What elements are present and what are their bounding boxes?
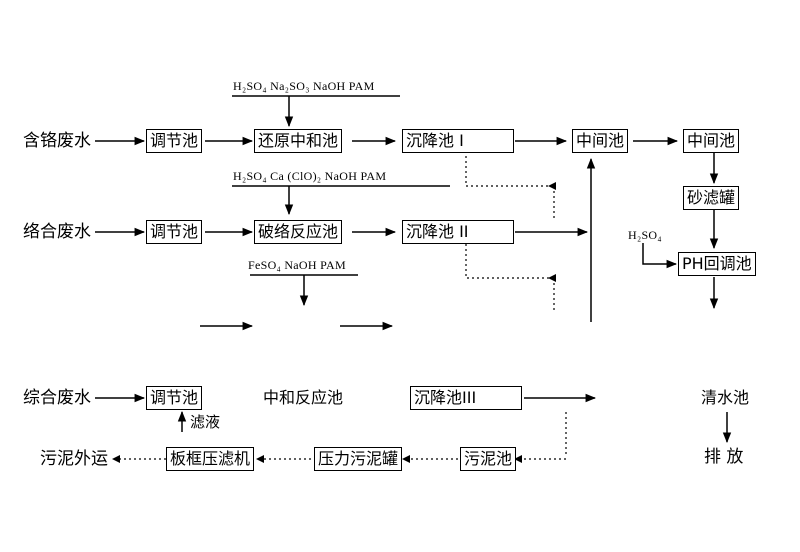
- sludge-line-settling1: [465, 151, 554, 187]
- row1-reduction-tank[interactable]: 还原中和池: [254, 129, 343, 153]
- arrow-acid-to-ph: [642, 243, 678, 269]
- discharge-label: 排 放: [704, 447, 744, 467]
- reagents-row2: H₂SO₄ Ca (ClO)₂ NaOH PAM: [233, 169, 387, 183]
- sand-filter-tank[interactable]: 砂滤罐: [683, 186, 740, 210]
- label-complex-wastewater: 络合废水: [23, 222, 91, 242]
- neutralization-tank[interactable]: 中和反应池: [259, 386, 348, 410]
- arrowhead-dot3: [514, 455, 522, 463]
- arrowhead-dot1: [548, 182, 556, 190]
- arrowhead-dot2: [548, 274, 556, 282]
- intermediate-tank-2[interactable]: 中间池: [683, 129, 740, 153]
- sludge-line-settling2: [465, 244, 554, 279]
- reagents-row3: FeSO₄ NaOH PAM: [248, 258, 346, 272]
- row1-intermediate-tank[interactable]: 中间池: [572, 129, 629, 153]
- label-sludge-out: 污泥外运: [40, 449, 108, 469]
- row2-regulating-tank[interactable]: 调节池: [146, 220, 203, 244]
- reagents-row1: H₂SO₄ Na₂SO₃ NaOH PAM: [233, 79, 375, 93]
- row1-regulating-tank[interactable]: 调节池: [146, 129, 203, 153]
- arrowhead-dot5: [256, 455, 264, 463]
- acid-reagent: H₂SO₄: [628, 228, 662, 242]
- sludge-tank[interactable]: 污泥池: [460, 447, 517, 471]
- row3-regulating-tank[interactable]: 调节池: [146, 386, 203, 410]
- pressure-sludge-tank[interactable]: 压力污泥罐: [314, 447, 403, 471]
- complex-breaking-tank[interactable]: 破络反应池: [254, 220, 343, 244]
- label-mixed-wastewater: 综合废水: [23, 388, 91, 408]
- filtrate-label: 滤液: [190, 413, 221, 431]
- row2-settling-tank[interactable]: 沉降池 II: [402, 220, 514, 244]
- filter-press[interactable]: 板框压滤机: [166, 447, 255, 471]
- clean-water-tank[interactable]: 清水池: [697, 386, 754, 410]
- arrowhead-dot4: [402, 455, 410, 463]
- arrowhead-dot6: [112, 455, 120, 463]
- row3-settling-tank[interactable]: 沉降池III: [410, 386, 522, 410]
- row1-settling-tank[interactable]: 沉降池 I: [402, 129, 514, 153]
- label-chrome-wastewater: 含铬废水: [23, 131, 91, 151]
- ph-adjust-tank[interactable]: PH回调池: [678, 252, 756, 276]
